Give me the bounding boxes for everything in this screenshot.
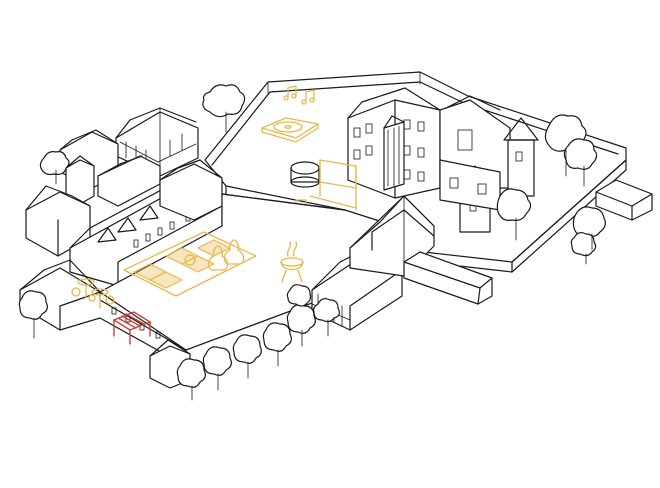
picnic-blanket-icon [123, 231, 257, 297]
bowling-pins-icon [207, 239, 245, 271]
music-notes-icon [283, 85, 315, 105]
castle-building [347, 87, 539, 233]
turntable-icon [261, 117, 319, 143]
main-courtyard [99, 193, 393, 351]
trees [18, 84, 606, 401]
round-bastion [290, 161, 320, 188]
barbecue-grill-icon [280, 241, 304, 283]
small-houses-left [59, 129, 161, 207]
east-long-shed [403, 251, 493, 305]
pergola-icon [112, 311, 152, 345]
bistro-tables-icon [71, 278, 115, 309]
projection-screen-icon [309, 159, 357, 211]
long-outbuilding [69, 159, 223, 287]
far-right-shed [595, 179, 653, 221]
